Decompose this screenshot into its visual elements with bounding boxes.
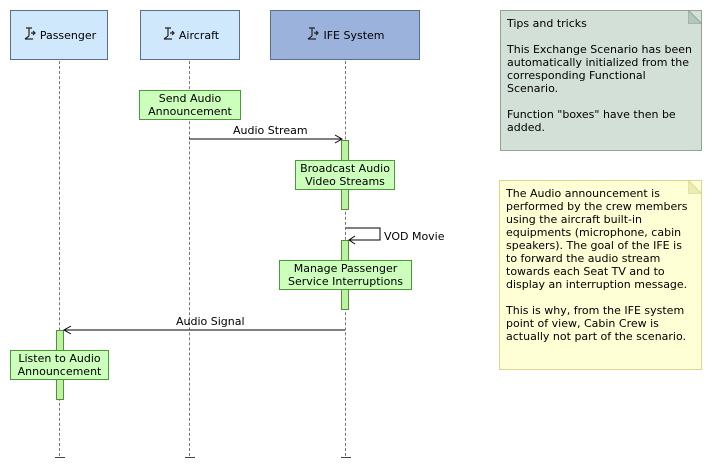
note-tips-and-tricks[interactable]: Tips and tricks This Exchange Scenario h…	[500, 10, 702, 151]
message-audio-stream[interactable]: Audio Stream	[233, 124, 308, 137]
actor-passenger[interactable]: Passenger	[10, 10, 108, 60]
note-fold-icon	[688, 180, 702, 194]
message-audio-signal[interactable]: Audio Signal	[176, 315, 245, 328]
actor-icon	[305, 26, 320, 44]
lifeline-passenger	[59, 61, 60, 456]
function-listen-to-audio-announcement[interactable]: Listen to Audio Announcement	[10, 350, 109, 380]
note-fold-icon	[688, 10, 702, 24]
function-manage-passenger-service-interruptions[interactable]: Manage Passenger Service Interruptions	[279, 260, 412, 290]
lifeline-end	[341, 457, 351, 458]
lifeline-end	[55, 457, 65, 458]
actor-ife-system[interactable]: IFE System	[270, 10, 420, 60]
actor-label: Aircraft	[178, 28, 220, 42]
lifeline-end	[185, 457, 195, 458]
actor-icon	[161, 26, 175, 44]
note-ife-explanation[interactable]: The Audio announcement is performed by t…	[499, 180, 702, 370]
actor-label: Passenger	[39, 28, 97, 42]
lifeline-aircraft	[189, 61, 190, 456]
message-vod-movie[interactable]: VOD Movie	[384, 230, 445, 243]
actor-aircraft[interactable]: Aircraft	[140, 10, 240, 60]
function-send-audio-announcement[interactable]: Send Audio Announcement	[139, 90, 241, 120]
actor-icon	[22, 26, 36, 44]
actor-label: IFE System	[323, 28, 385, 42]
function-broadcast-audio-video-streams[interactable]: Broadcast Audio Video Streams	[295, 160, 395, 190]
